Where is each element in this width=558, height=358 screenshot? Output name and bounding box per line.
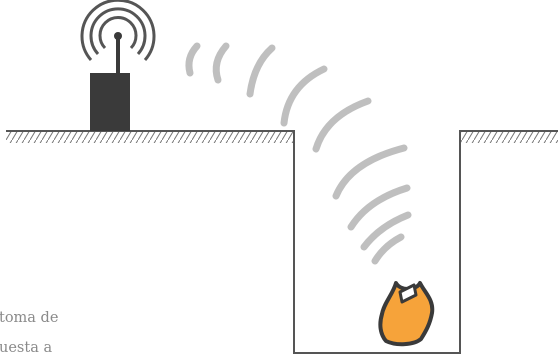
caption-line-2: uesta a [0,341,52,356]
signal-wave-1 [189,46,197,73]
ground-trench-outline [6,131,558,353]
signal-wave-6 [336,148,404,196]
ground-hatch-left [6,132,294,143]
handheld-remote-icon [380,283,432,344]
signal-wave-3 [250,48,272,94]
caption-line-1: toma de [0,311,58,326]
radio-tower-icon [82,0,154,131]
signal-wave-9 [375,237,401,261]
signal-waves [189,46,408,261]
ground-hatch-right [460,132,558,143]
signal-wave-5 [316,101,368,149]
signal-wave-4 [284,69,324,123]
signal-wave-2 [216,46,226,80]
signal-wave-8 [364,215,408,247]
